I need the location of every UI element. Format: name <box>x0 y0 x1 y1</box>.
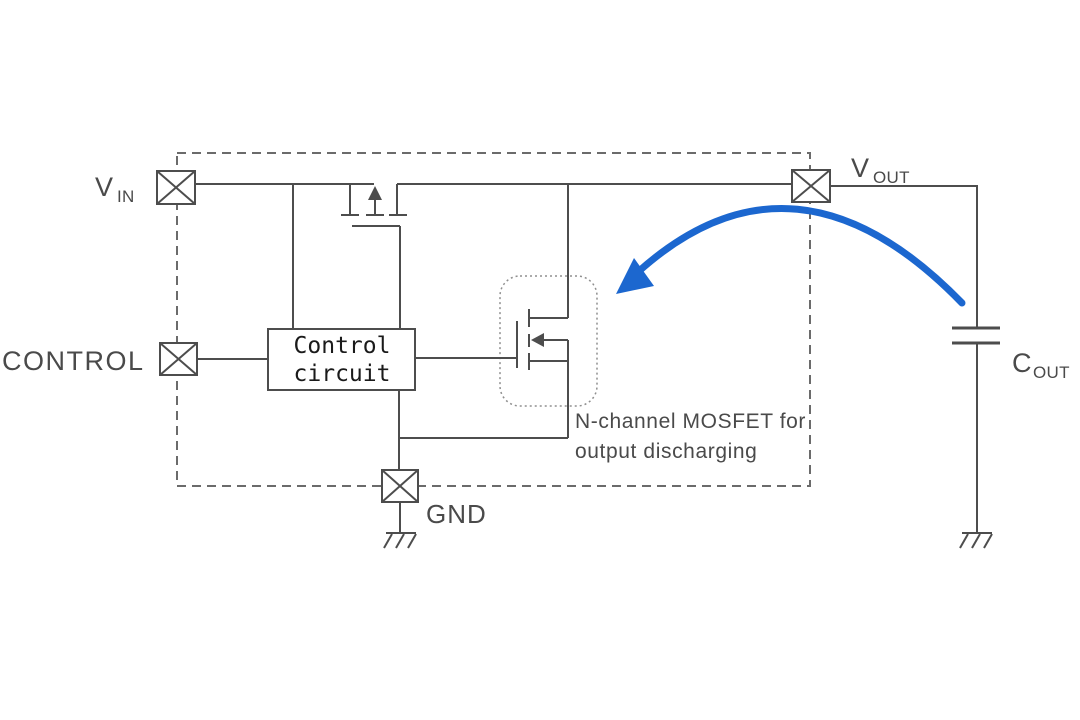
pin-x-diagonal <box>381 469 419 503</box>
output-capacitor <box>952 326 1000 345</box>
vin-label: V <box>95 172 114 202</box>
nmos-discharge-transistor <box>415 309 568 370</box>
wires <box>195 183 978 533</box>
control-circuit-label-line1: Control <box>294 333 391 359</box>
discharge-path-arrow <box>616 205 966 307</box>
control-circuit-label-line2: circuit <box>294 361 391 387</box>
ic-boundary-dashed-box <box>176 152 811 487</box>
pin-x-diagonal <box>159 342 198 376</box>
ground-hatch <box>959 533 969 549</box>
ground-hatch <box>407 533 417 549</box>
ground-symbol-gnd-pin <box>383 532 417 549</box>
nmos-note-line2: output discharging <box>575 440 757 463</box>
ground-symbol-capacitor <box>959 532 993 549</box>
ground-hatch <box>971 533 981 549</box>
ground-hatch <box>383 533 393 549</box>
vout-label-subscript: OUT <box>873 168 910 187</box>
vin-pin-symbol <box>156 170 196 205</box>
blue-arrow-curve <box>634 205 966 307</box>
ground-hatch <box>395 533 405 549</box>
ground-hatch <box>983 533 993 549</box>
cout-label: C <box>1012 348 1032 378</box>
blue-arrow-head <box>616 258 654 294</box>
vout-to-cap-wire <box>830 185 978 328</box>
control-circuit-box <box>267 328 416 391</box>
pmos-pass-transistor <box>341 184 407 329</box>
nmos-note-line1: N-channel MOSFET for <box>575 410 806 433</box>
gnd-label: GND <box>426 499 487 529</box>
pin-x-diagonal <box>156 170 196 205</box>
control-label: CONTROL <box>2 346 145 376</box>
gnd-pin-symbol <box>381 469 419 503</box>
vin-label-subscript: IN <box>117 187 135 206</box>
nmos-body-arrow-head <box>531 333 544 347</box>
cout-label-subscript: OUT <box>1033 363 1070 382</box>
vout-pin-symbol <box>791 169 831 203</box>
control-pin-symbol <box>159 342 198 376</box>
pin-x-diagonal <box>791 169 831 203</box>
vout-label: V <box>851 153 870 183</box>
pmos-body-arrow-head <box>368 186 382 200</box>
